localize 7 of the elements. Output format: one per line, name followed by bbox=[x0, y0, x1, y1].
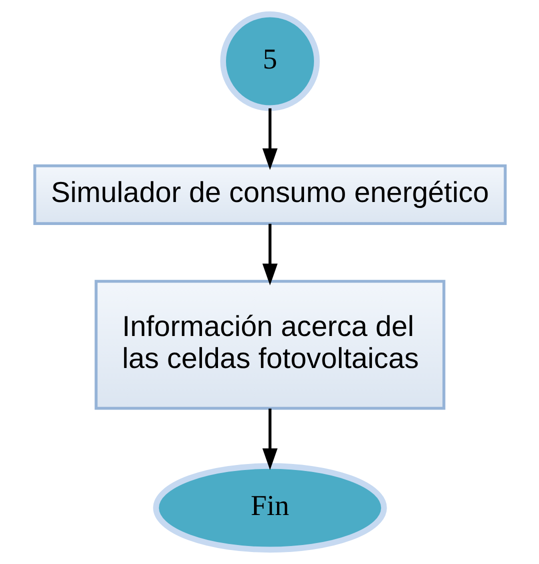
node-box: Simulador de consumo energético bbox=[32, 164, 506, 225]
arrow bbox=[262, 224, 278, 286]
node-circle: 5 bbox=[220, 11, 320, 111]
arrow bbox=[262, 108, 278, 170]
node-ellipse: Fin bbox=[152, 463, 386, 553]
node-box: Información acerca del las celdas fotovoltaicas bbox=[94, 280, 445, 410]
arrow bbox=[262, 408, 278, 470]
